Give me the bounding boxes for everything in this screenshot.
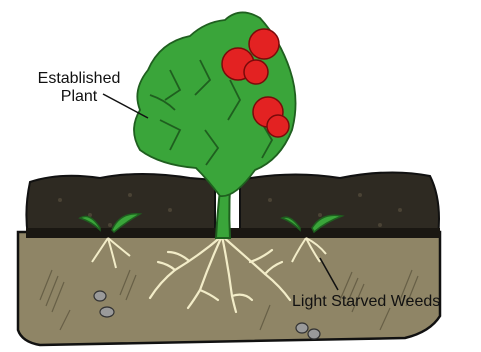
soil-layer <box>18 232 440 345</box>
label-established-line1: Established <box>27 70 131 88</box>
label-established-plant: Established Plant <box>27 70 131 106</box>
label-established-line2: Plant <box>27 88 131 106</box>
label-light-starved-weeds: Light Starved Weeds <box>292 293 440 311</box>
